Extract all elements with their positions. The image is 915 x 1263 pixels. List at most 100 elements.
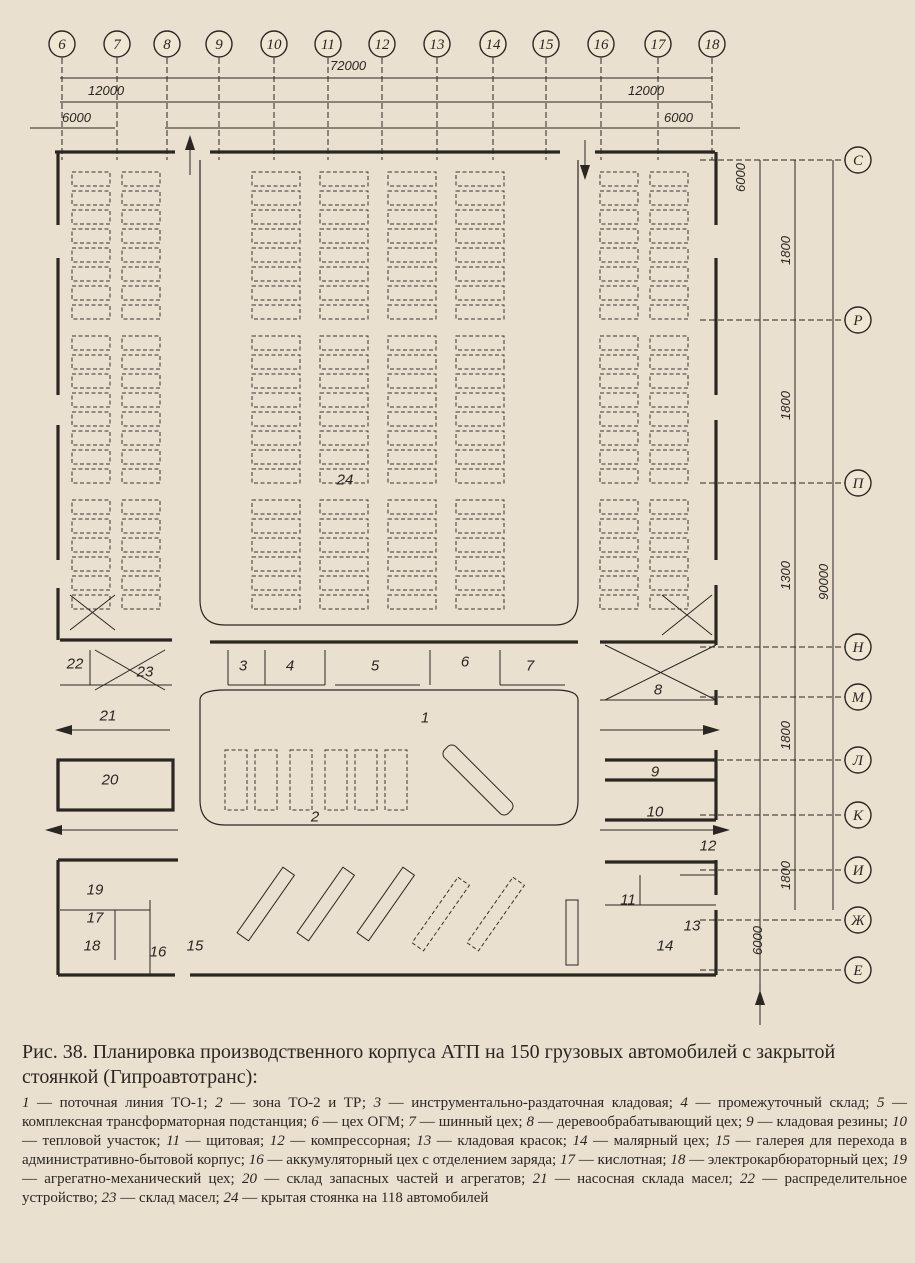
parking-spot <box>319 575 369 591</box>
legend-item-text: — промежуточный склад; <box>687 1095 877 1111</box>
label-room-13: 13 <box>684 918 701 935</box>
parking-spot <box>387 335 437 351</box>
axis-marker-row <box>844 856 872 884</box>
parking-spot <box>649 285 689 301</box>
parking-spot <box>121 228 161 244</box>
dim-right-span: 12000 <box>628 83 665 98</box>
driveways <box>199 160 579 826</box>
parking-spot <box>71 430 111 446</box>
parking-spot <box>319 228 369 244</box>
axis-marker-row <box>844 746 872 774</box>
axis-marker-row <box>844 683 872 711</box>
legend-item-text: — комплексная трансформаторная подстанци… <box>22 1095 908 1130</box>
label-room-2: 2 <box>310 809 320 826</box>
parking-spot <box>387 392 437 408</box>
legend-item-number: 14 <box>572 1133 588 1149</box>
parking-spot <box>319 468 369 484</box>
parking-spot <box>649 411 689 427</box>
axis-label-16: 16 <box>594 37 610 53</box>
parking-spot <box>121 594 161 610</box>
parking-spot <box>121 304 161 320</box>
legend-item-number: 2 <box>215 1095 223 1111</box>
parking-spot <box>599 556 639 572</box>
label-room-3: 3 <box>239 658 248 675</box>
axis-label-7: 7 <box>113 37 122 53</box>
dim-right-seg-2: 1800 <box>778 390 793 420</box>
parking-spots <box>71 171 689 610</box>
parking-spot <box>387 449 437 465</box>
parking-spot <box>599 335 639 351</box>
parking-spot <box>387 209 437 225</box>
dim-right-module: 6000 <box>664 110 694 125</box>
parking-spot <box>251 499 301 515</box>
parking-spot <box>649 594 689 610</box>
legend-item: 17 — кислотная; <box>560 1152 670 1168</box>
label-room-6: 6 <box>461 654 470 671</box>
parking-spot <box>121 285 161 301</box>
parking-spot <box>599 430 639 446</box>
parking-spot <box>121 430 161 446</box>
legend-item-text: — кладовая красок; <box>431 1133 573 1149</box>
legend-item-number: 7 <box>408 1114 416 1130</box>
parking-spot <box>121 556 161 572</box>
axis-label-row: Е <box>852 963 862 979</box>
parking-spot <box>251 228 301 244</box>
parking-spot <box>319 304 369 320</box>
legend-item-text: — малярный цех; <box>587 1133 716 1149</box>
legend-item: 20 — склад запасных частей и агрегатов; <box>242 1171 533 1187</box>
parking-spot <box>387 575 437 591</box>
label-room-16: 16 <box>150 944 167 961</box>
parking-spot <box>71 228 111 244</box>
legend-item: 12 — компрессорная; <box>270 1133 417 1149</box>
parking-spot <box>649 247 689 263</box>
parking-spot <box>455 190 505 206</box>
parking-spot <box>455 449 505 465</box>
axis-marker-9 <box>205 30 233 58</box>
parking-spot <box>649 575 689 591</box>
parking-spot <box>71 171 111 187</box>
parking-spot <box>387 285 437 301</box>
axis-label-row: Р <box>852 313 862 329</box>
parking-spot <box>455 594 505 610</box>
parking-spot <box>387 228 437 244</box>
parking-spot <box>387 430 437 446</box>
parking-spot <box>319 430 369 446</box>
legend-item-text: — склад запасных частей и агрегатов; <box>256 1171 533 1187</box>
parking-spot <box>387 171 437 187</box>
parking-spot <box>251 537 301 553</box>
legend-item-text: — поточная линия ТО-1; <box>29 1095 216 1111</box>
legend-item-number: 3 <box>373 1095 382 1111</box>
legend-item: 19 — агрегатно-механический цех; <box>22 1152 907 1187</box>
legend-item-number: 17 <box>559 1152 575 1168</box>
legend-item-text: — инструментально-раздаточная кладовая; <box>381 1095 681 1111</box>
parking-spot <box>387 537 437 553</box>
parking-spot <box>599 304 639 320</box>
parking-spot <box>121 209 161 225</box>
parking-spot <box>599 171 639 187</box>
parking-spot <box>121 518 161 534</box>
parking-spot <box>251 209 301 225</box>
legend-item: 13 — кладовая красок; <box>416 1133 572 1149</box>
parking-spot <box>71 594 111 610</box>
parking-spot <box>71 575 111 591</box>
legend-item-text: — деревообрабатывающий цех; <box>534 1114 747 1130</box>
label-room-21: 21 <box>99 708 117 725</box>
label-room-5: 5 <box>371 658 380 675</box>
axis-marker-18 <box>698 30 726 58</box>
parking-spot <box>251 518 301 534</box>
parking-spot <box>599 449 639 465</box>
label-room-7: 7 <box>526 658 535 675</box>
parking-spot <box>71 335 111 351</box>
legend-item: 23 — склад масел; <box>102 1190 224 1206</box>
axis-marker-15 <box>532 30 560 58</box>
legend-item-number: 15 <box>715 1133 731 1149</box>
legend-item: 1 — поточная линия ТО-1; <box>22 1095 215 1111</box>
legend-item-number: 13 <box>416 1133 432 1149</box>
dim-overall-width: 72000 <box>330 58 367 73</box>
parking-spot <box>71 499 111 515</box>
axis-label-row: Л <box>852 753 864 769</box>
parking-spot <box>71 411 111 427</box>
parking-spot <box>649 449 689 465</box>
dim-right-seg-3: 1300 <box>778 560 793 590</box>
